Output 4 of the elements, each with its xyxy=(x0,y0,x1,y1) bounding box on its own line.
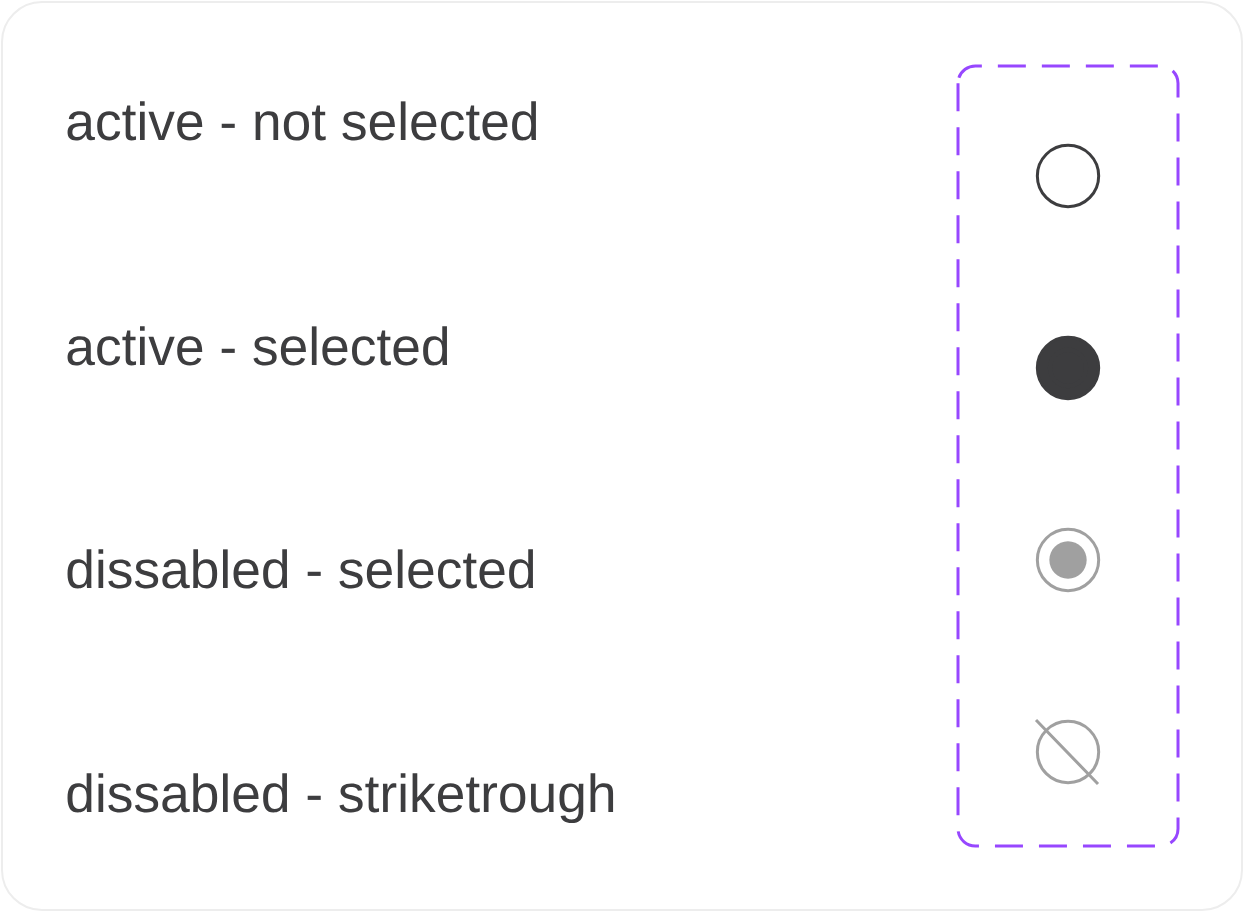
state-label: active - selected xyxy=(67,326,448,366)
state-label: dissabled - selected xyxy=(67,549,534,589)
state-label: dissabled - striketrough xyxy=(67,773,614,824)
state-label: active - not selected xyxy=(67,101,537,141)
